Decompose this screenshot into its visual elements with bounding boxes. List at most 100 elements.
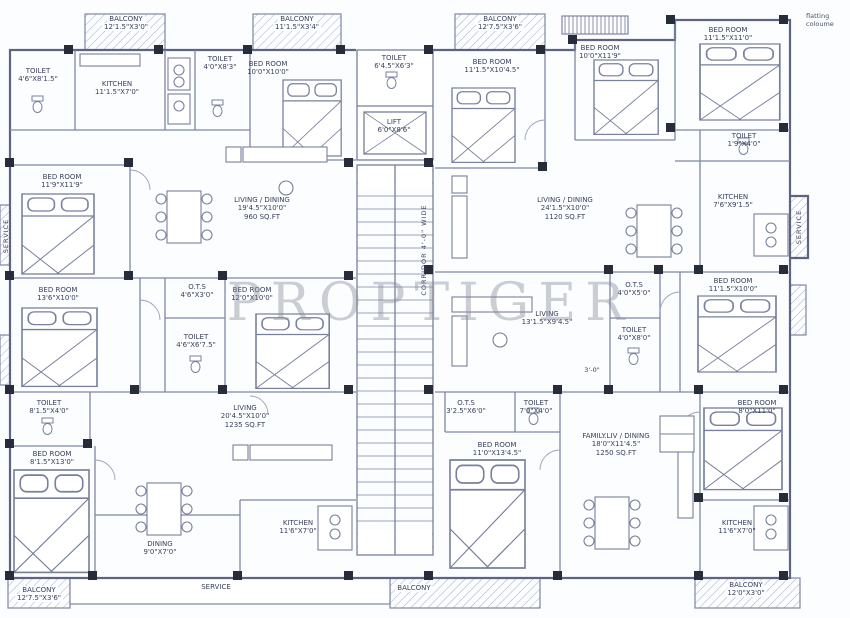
room-name: BED ROOM (248, 60, 288, 68)
room-label-balcony-bottom-center: BALCONY (395, 584, 433, 592)
room-name: LIFT (386, 118, 402, 126)
room-dim: 19'4.5"X10'0" (237, 204, 287, 213)
room-name: BALCONY (20, 586, 58, 594)
room-area: 1120 SQ.FT (544, 212, 586, 221)
dining-table-icon (625, 204, 683, 258)
room-dim: 10'0"X10'0" (247, 68, 289, 77)
room-dim: 18'0"X11'4.5" (591, 440, 641, 449)
room-dim: 10'0"X11'9" (579, 52, 621, 61)
room-name: BED ROOM (32, 450, 72, 458)
dining-table-icon (135, 482, 193, 536)
room-label-service-bottom: SERVICE (201, 583, 231, 591)
room-dim: 12'7.5"X3'6" (475, 23, 525, 32)
room-name: BED ROOM (580, 44, 620, 52)
room-name: TOILET (25, 67, 51, 75)
room-name: BALCONY (395, 584, 433, 592)
room-name: BED ROOM (737, 399, 777, 407)
room-name: KITCHEN (101, 80, 133, 88)
room-name: FAMILY.LIV / DINING (582, 432, 650, 440)
room-dim: 8'0"X11'0" (738, 407, 776, 416)
room-dim: 1'9"X4'0" (727, 140, 761, 149)
corner-note-line1: flatting (806, 12, 830, 20)
room-area: 960 SQ.FT (244, 212, 280, 221)
room-dim: 11'6"X7'0" (279, 527, 317, 536)
room-name: TOILET (381, 54, 407, 62)
columns (5, 15, 788, 580)
room-dim: 8'1.5"X4'0" (29, 407, 69, 416)
room-dim: 12'1.5"X3'0" (101, 23, 151, 32)
room-name: KITCHEN (717, 193, 749, 201)
room-dim: 3'2.5"X6'0" (446, 407, 486, 416)
room-dim: 6'0"X8'6" (377, 126, 411, 135)
dining-table-icon (155, 190, 213, 244)
bed-icon (593, 59, 659, 136)
room-name: BED ROOM (472, 58, 512, 66)
room-name: O.T.S (457, 399, 475, 407)
watermark: PROPTIGER (226, 273, 634, 333)
room-name: O.T.S (625, 281, 643, 289)
room-name: BALCONY (278, 15, 316, 23)
service-left-label: SERVICE (2, 218, 10, 254)
room-name: TOILET (621, 326, 647, 334)
bed-icon (703, 407, 783, 491)
sofa-icons (225, 146, 694, 519)
room-dim: 11'1.5"X10'0" (708, 285, 758, 294)
room-name: BED ROOM (708, 26, 748, 34)
room-dim: 11'1.5"X3'4" (272, 23, 322, 32)
bed-icon (449, 459, 526, 569)
corner-note-line2: coloume (806, 20, 834, 29)
room-name: BED ROOM (232, 286, 272, 294)
room-dim: 11'0"X13'4.5" (472, 449, 522, 458)
room-name: TOILET (731, 132, 757, 140)
room-name: O.T.S (188, 283, 206, 291)
service-right-label: SERVICE (795, 209, 803, 245)
room-name: BALCONY (481, 15, 519, 23)
room-name: BALCONY (727, 581, 765, 589)
room-dim: 8'1.5"X13'0" (29, 458, 75, 467)
balcony-hatch-areas (0, 13, 809, 609)
room-dim: 4'6"X6'7.5" (176, 341, 216, 350)
bed-icon (13, 469, 90, 574)
room-name: TOILET (523, 399, 549, 407)
room-dim: 7'0"X4'0" (519, 407, 553, 416)
room-name: DINING (147, 540, 173, 548)
room-dim: 4'0"X8'0" (617, 334, 651, 343)
room-dim: 12'7.5"X3'6" (14, 594, 64, 603)
kitchen-counter-icons (79, 53, 789, 551)
room-name: TOILET (183, 333, 209, 341)
room-area: 1235 SQ.FT (224, 420, 266, 429)
